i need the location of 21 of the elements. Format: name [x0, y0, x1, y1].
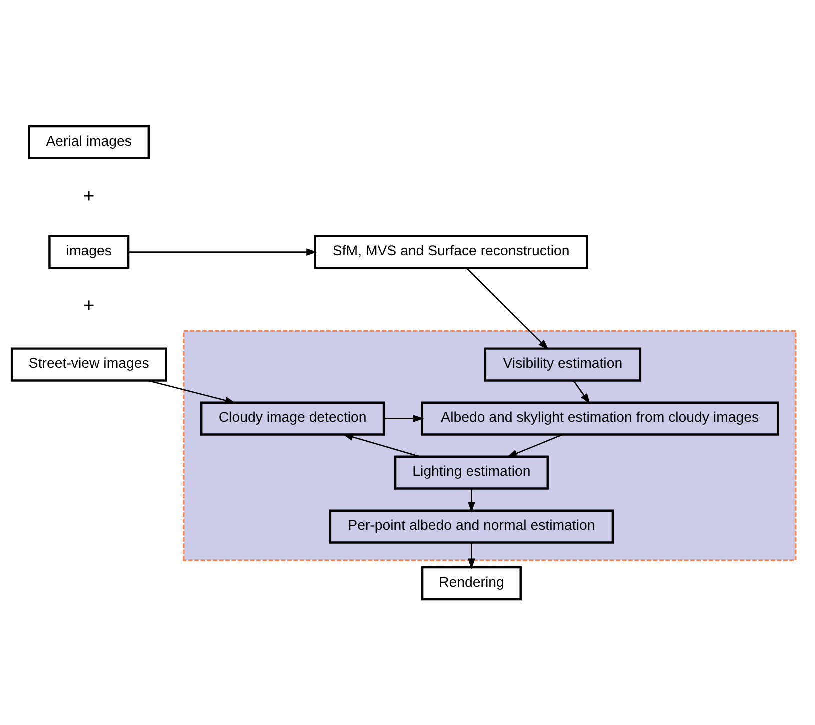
node-box: Visibility estimation [484, 347, 642, 382]
arrow [384, 414, 424, 422]
arrow [468, 542, 476, 569]
label: + [83, 184, 95, 207]
node-box: Per-point albedo and normal estimation [329, 509, 614, 544]
arrow [342, 433, 420, 457]
arrow [506, 434, 564, 458]
node-box: images [48, 234, 130, 269]
node-box: Aerial images [28, 124, 150, 160]
label: + [83, 294, 95, 317]
node-box: Street-view images [10, 347, 168, 382]
arrow [573, 380, 590, 404]
arrow [468, 488, 476, 512]
arrow [466, 267, 549, 350]
node-box: Albedo and skylight estimation from cloudy images [421, 401, 780, 436]
node-box: Rendering [421, 566, 522, 600]
node-box: Cloudy image detection [200, 401, 386, 436]
arrow [128, 248, 318, 256]
node-box: SfM, MVS and Surface reconstruction [314, 234, 588, 269]
node-box: Lighting estimation [394, 455, 549, 490]
arrow [148, 380, 236, 404]
